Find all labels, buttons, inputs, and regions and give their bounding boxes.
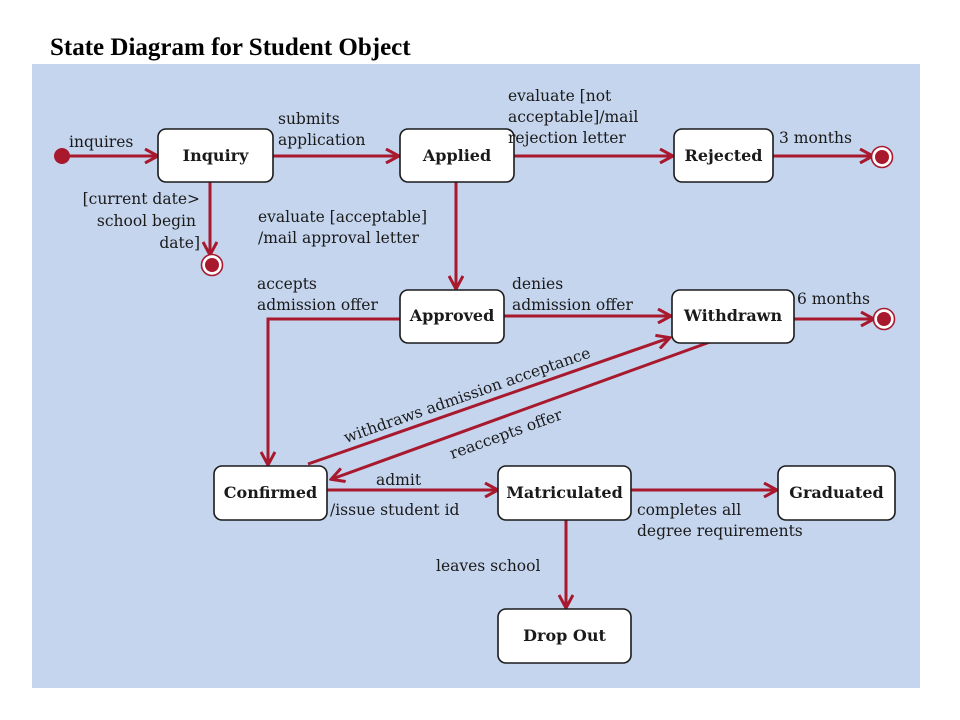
state-rejected: Rejected: [673, 128, 774, 183]
label-evaluate-ok-2: /mail approval letter: [258, 229, 419, 247]
label-completes-2: degree requirements: [637, 522, 803, 540]
transitions: [62, 156, 873, 607]
final-state-withdrawn: [872, 307, 896, 331]
label-leaves: leaves school: [436, 557, 540, 575]
edge-reaccepts: [332, 340, 711, 479]
label-6-months: 6 months: [797, 290, 870, 308]
label-current-date-1: [current date>: [83, 190, 200, 208]
state-label: Approved: [409, 306, 495, 325]
diagram-title: State Diagram for Student Object: [50, 34, 411, 61]
state-label: Withdrawn: [683, 306, 783, 325]
label-current-date-3: date]: [159, 234, 200, 252]
label-admit-1: admit: [376, 471, 422, 489]
state-confirmed: Confirmed: [213, 465, 328, 521]
state-label: Drop Out: [523, 626, 606, 645]
label-reaccepts: reaccepts offer: [447, 405, 565, 462]
label-inquires: inquires: [69, 133, 133, 151]
state-label: Rejected: [685, 146, 763, 165]
label-completes-1: completes all: [637, 501, 741, 519]
label-accepts-1: accepts: [257, 275, 317, 293]
state-graduated: Graduated: [777, 465, 896, 521]
state-dropout: Drop Out: [497, 608, 632, 664]
label-accepts-2: admission offer: [257, 296, 378, 314]
state-matriculated: Matriculated: [497, 465, 632, 521]
state-label: Applied: [422, 146, 491, 165]
state-applied: Applied: [399, 128, 515, 183]
state-label: Graduated: [789, 483, 883, 502]
final-state-inquiry: [200, 253, 224, 277]
label-evaluate-not-3: rejection letter: [508, 129, 626, 147]
label-3-months: 3 months: [779, 129, 852, 147]
label-submits-1: submits: [278, 110, 340, 128]
label-denies-2: admission offer: [512, 296, 633, 314]
label-evaluate-not-2: acceptable]/mail: [508, 108, 638, 126]
state-inquiry: Inquiry: [157, 128, 274, 183]
final-state-rejected: [870, 145, 894, 169]
label-current-date-2: school begin: [97, 212, 196, 230]
state-label: Confirmed: [224, 483, 317, 502]
label-submits-2: application: [278, 131, 365, 149]
label-evaluate-not-1: evaluate [not: [508, 87, 612, 105]
state-label: Matriculated: [506, 483, 623, 502]
edge-accepts: [268, 317, 400, 464]
label-denies-1: denies: [512, 275, 563, 293]
state-approved: Approved: [399, 289, 505, 344]
label-evaluate-ok-1: evaluate [acceptable]: [258, 208, 427, 226]
state-label: Inquiry: [183, 146, 249, 165]
edge-withdraws: [307, 338, 669, 466]
label-admit-2: /issue student id: [330, 501, 460, 519]
state-withdrawn: Withdrawn: [671, 289, 795, 344]
initial-state: [54, 148, 70, 164]
